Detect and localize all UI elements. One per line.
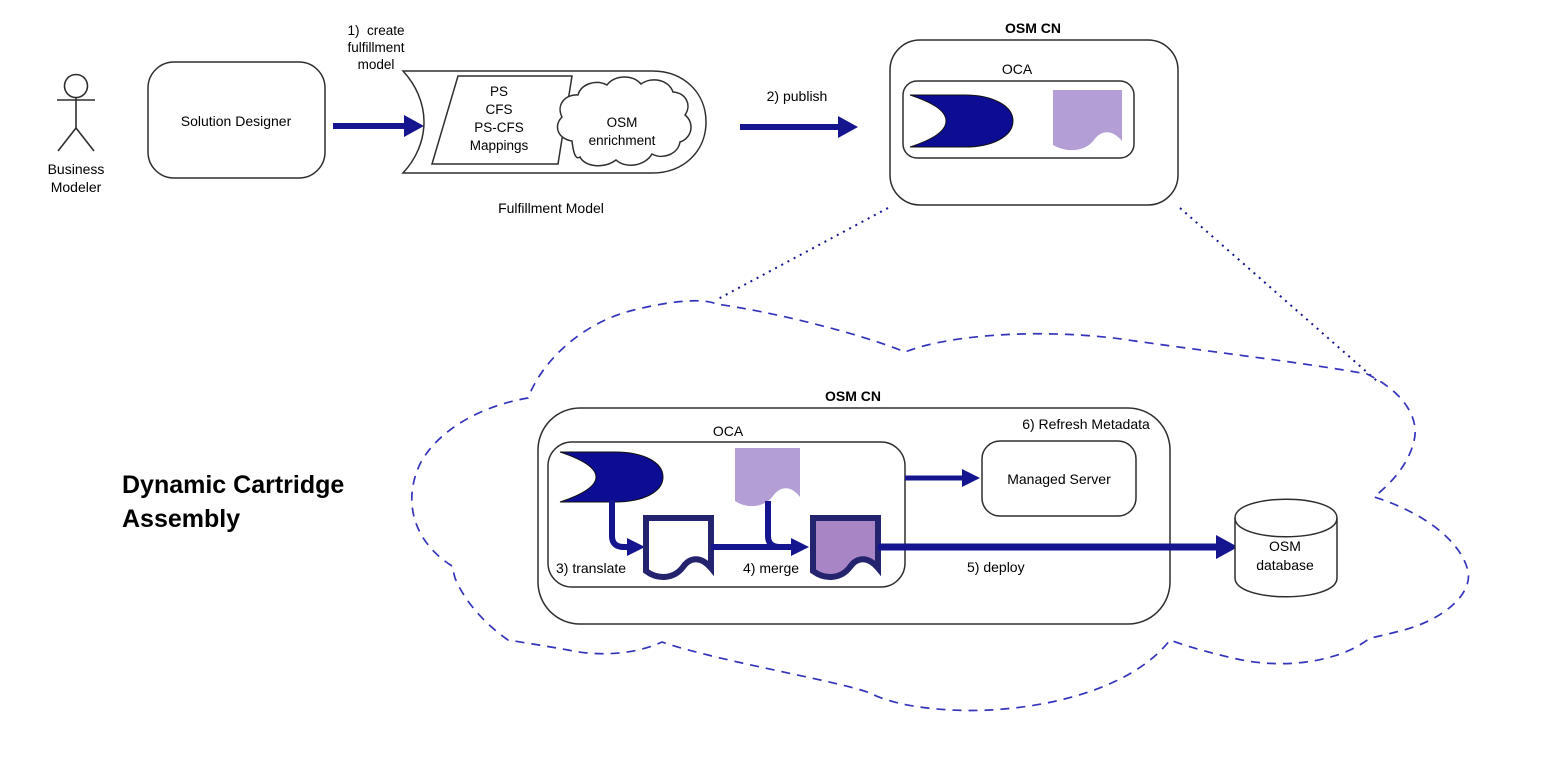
- publish-arrow-label: 2) publish: [767, 88, 828, 104]
- artifact-mappings: Mappings: [470, 138, 529, 153]
- osm-cn-top-box: OSM CN OCA: [889, 20, 1179, 206]
- artifact-parallelogram: [430, 75, 573, 165]
- merge-elbow-line: [765, 501, 791, 550]
- osm-cn-main-title: OSM CN: [825, 388, 881, 404]
- page-title-line2: Assembly: [122, 505, 240, 533]
- page-title-line1: Dynamic Cartridge: [122, 471, 344, 499]
- cartridge-doc-icon: [1053, 90, 1122, 151]
- create-arrow-head: [404, 115, 424, 137]
- fulfillment-model-shape: PS CFS PS-CFS Mappings OSM enrichment Fu…: [401, 70, 707, 216]
- artifact-cfs: CFS: [486, 102, 513, 117]
- database-body: [1234, 498, 1338, 598]
- deploy-arrow-head: [1216, 535, 1238, 559]
- managed-server-arrow-head: [962, 469, 980, 487]
- enrichment-label-line2: enrichment: [589, 133, 656, 148]
- zoom-dotted-line-left: [717, 207, 889, 300]
- database-label-line2: database: [1256, 557, 1314, 573]
- osm-cn-main-box: OSM CN 6) Refresh Metadata OCA 3) transl…: [537, 388, 1171, 625]
- actor-leg-right: [75, 127, 95, 152]
- actor-label-line1: Business: [48, 161, 105, 177]
- translate-arrow-line: [609, 500, 627, 550]
- merge-label: 4) merge: [743, 560, 799, 576]
- assembly-cloud: [411, 299, 1470, 712]
- solution-designer-outline: [147, 61, 326, 179]
- enrichment-label-line1: OSM: [607, 115, 638, 130]
- solution-designer-label: Solution Designer: [181, 113, 292, 129]
- cartridge-store-icon-main: [559, 451, 664, 503]
- create-arrow-label-line1: 1) create: [347, 23, 404, 38]
- translate-elbow-arrow: [609, 500, 645, 556]
- managed-server-label: Managed Server: [1007, 471, 1111, 487]
- create-arrow-label-line3: model: [358, 57, 395, 72]
- actor-leg-left: [57, 127, 77, 152]
- create-arrow-label-line2: fulfillment: [347, 40, 404, 55]
- business-modeler-figure: Business Modeler: [48, 73, 105, 195]
- osm-enrichment-cloud: [556, 76, 692, 167]
- database-label-line1: OSM: [1269, 538, 1301, 554]
- translated-doc-icon: [643, 515, 714, 580]
- database-top-ellipse: [1234, 517, 1338, 538]
- managed-server-arrow: [905, 469, 980, 487]
- create-arrow: 1) create fulfillment model: [333, 23, 424, 137]
- translate-label: 3) translate: [556, 560, 626, 576]
- translate-arrow-head: [627, 538, 645, 556]
- zoom-dotted-line-right: [1179, 207, 1378, 382]
- merge-arrow-head: [791, 538, 809, 556]
- fulfillment-model-caption: Fulfillment Model: [498, 200, 604, 216]
- osm-database-cylinder: OSM database: [1234, 498, 1338, 598]
- oca-main-label: OCA: [713, 423, 744, 439]
- managed-server-box: [981, 440, 1137, 517]
- merge-elbow-arrow: [711, 501, 809, 556]
- solution-designer-box: Solution Designer: [147, 61, 326, 179]
- page-title: Dynamic Cartridge Assembly: [122, 471, 344, 533]
- cartridge-store-icon: [909, 94, 1014, 148]
- deploy-arrow: 5) deploy: [878, 535, 1238, 575]
- osm-cn-top-title: OSM CN: [1005, 20, 1061, 36]
- merged-doc-icon: [810, 515, 881, 580]
- publish-arrow-head: [838, 116, 858, 138]
- refresh-metadata-label: 6) Refresh Metadata: [1022, 416, 1150, 432]
- actor-head: [63, 73, 89, 99]
- actor-label-line2: Modeler: [51, 179, 102, 195]
- artifact-ps-cfs: PS-CFS: [474, 120, 524, 135]
- cartridge-doc-icon-main: [735, 448, 800, 507]
- oca-top-label: OCA: [1002, 61, 1033, 77]
- deploy-label: 5) deploy: [967, 559, 1025, 575]
- publish-arrow: 2) publish: [740, 88, 858, 138]
- artifact-ps: PS: [490, 84, 508, 99]
